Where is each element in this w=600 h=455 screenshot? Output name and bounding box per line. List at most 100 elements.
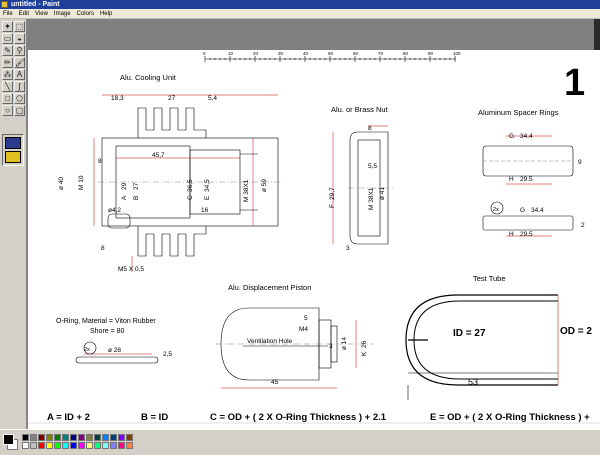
ruler-tick-label: 90 (428, 51, 434, 56)
nut-dim-29-7: 29,7 (329, 187, 336, 200)
palette-color-swatch[interactable] (86, 434, 93, 441)
dim-dia-4-2: ø4,2 (108, 207, 121, 214)
ruler-tick-label: 70 (378, 51, 384, 56)
palette-color-swatch[interactable] (70, 434, 77, 441)
menu-colors[interactable]: Colors (76, 11, 94, 17)
rounded-rect-tool[interactable]: ▢ (14, 105, 25, 116)
dim-8b: 8 (101, 245, 105, 252)
spacer-g: G (509, 133, 514, 140)
spacer2-dim-2: 2 (581, 222, 585, 229)
airbrush-tool[interactable]: ⁂ (2, 69, 13, 80)
curve-tool[interactable]: ∫ (14, 81, 25, 92)
palette-color-swatch[interactable] (126, 442, 133, 449)
palette-color-swatch[interactable] (54, 442, 61, 449)
palette-color-swatch[interactable] (62, 434, 69, 441)
nut-drawing (332, 125, 393, 245)
palette-color-swatch[interactable] (54, 434, 61, 441)
palette-color-swatch[interactable] (118, 442, 125, 449)
line-tool[interactable]: ╲ (2, 81, 13, 92)
drawing-canvas[interactable]: 1 Alu. Cooling Unit 18,3 27 5,4 45,7 8 ø… (28, 50, 600, 429)
menu-view[interactable]: View (35, 11, 48, 17)
o-ring-qty: 2x (84, 347, 90, 353)
menu-help[interactable]: Help (99, 11, 113, 17)
nut-label-f: F (329, 204, 336, 208)
technical-drawing: 1 Alu. Cooling Unit 18,3 27 5,4 45,7 8 ø… (28, 51, 600, 424)
menu-edit[interactable]: Edit (18, 11, 30, 17)
o-ring-shore: Shore = 80 (90, 328, 125, 335)
nut-dim-dia-41: ø 41 (379, 187, 386, 200)
palette-color-swatch[interactable] (94, 434, 101, 441)
palette-color-swatch[interactable] (102, 442, 109, 449)
ruler-tick-label: 80 (403, 51, 409, 56)
palette-color-swatch[interactable] (110, 434, 117, 441)
transparent-option-icon[interactable] (5, 151, 21, 163)
palette-color-swatch[interactable] (70, 442, 77, 449)
o-ring-drawing (75, 341, 159, 364)
palette-color-swatch[interactable] (102, 434, 109, 441)
spacer-g-value: 34.4 (520, 133, 533, 140)
ellipse-tool[interactable]: ○ (2, 105, 13, 116)
ruler-tick-label: 10 (228, 51, 234, 56)
palette-color-swatch[interactable] (126, 434, 133, 441)
ruler-tick-label: 60 (353, 51, 359, 56)
dim-m5: M5 X 0,5 (118, 266, 144, 273)
tool-options-box[interactable] (2, 134, 24, 166)
palette-color-swatch[interactable] (22, 434, 29, 441)
tube-title: Test Tube (473, 274, 506, 283)
drawing-number: 1 (564, 62, 585, 104)
palette-color-swatch[interactable] (78, 434, 85, 441)
palette-color-swatch[interactable] (22, 442, 29, 449)
palette-color-swatch[interactable] (38, 442, 45, 449)
fill-tool[interactable]: ◒ (14, 33, 25, 44)
palette-color-swatch[interactable] (110, 442, 117, 449)
foreground-color-swatch[interactable] (3, 434, 14, 445)
palette-color-swatch[interactable] (78, 442, 85, 449)
text-tool[interactable]: A (14, 69, 25, 80)
o-ring-dia-28: ø 28 (108, 347, 121, 354)
pencil-tool[interactable]: ✏ (2, 57, 13, 68)
menu-file[interactable]: File (3, 11, 13, 17)
formula-c: C = OD + ( 2 X O-Ring Thickness ) + 2.1 (210, 412, 387, 423)
rect-select-tool[interactable]: ⬚ (14, 21, 25, 32)
spacer2-g-value: 34.4 (531, 207, 544, 214)
cooling-unit-drawing (93, 94, 284, 272)
window-title: untitled - Paint (11, 1, 60, 8)
palette-color-swatch[interactable] (46, 434, 53, 441)
dim-34-5: 34,5 (204, 179, 211, 192)
menu-image[interactable]: Image (53, 11, 71, 17)
window-edge (594, 19, 600, 52)
spacer2-g: G (520, 207, 525, 214)
eraser-tool[interactable]: ▭ (2, 33, 13, 44)
palette-color-swatch[interactable] (30, 442, 37, 449)
o-ring-label: O-Ring, Material = Viton Rubber (56, 318, 156, 325)
tube-id: ID = 27 (453, 328, 486, 339)
spacer-qty: 2x (493, 207, 499, 213)
palette-color-swatch[interactable] (62, 442, 69, 449)
formula-b: B = ID (141, 412, 168, 423)
spacer2-h: H (509, 231, 514, 238)
dim-dia-40: ø 40 (58, 177, 65, 190)
polygon-tool[interactable]: ⬠ (14, 93, 25, 104)
spacer2-h-value: 29.5 (520, 231, 533, 238)
magnifier-tool[interactable]: ⚲ (14, 45, 25, 56)
piston-dim-26: 26 (361, 340, 368, 348)
free-select-tool[interactable]: ✦ (2, 21, 13, 32)
opaque-option-icon[interactable] (5, 137, 21, 149)
dim-m38x1: M 38X1 (243, 179, 250, 202)
palette-color-swatch[interactable] (30, 434, 37, 441)
rectangle-tool[interactable]: □ (2, 93, 13, 104)
ruler-tick-label: 30 (278, 51, 284, 56)
o-ring-dim-2-5: 2,5 (163, 351, 172, 358)
palette-color-swatch[interactable] (38, 434, 45, 441)
ruler-tick-label: 40 (303, 51, 309, 56)
color-picker-tool[interactable]: ✎ (2, 45, 13, 56)
palette-color-swatch[interactable] (118, 434, 125, 441)
dim-45-7: 45,7 (152, 152, 165, 159)
brush-tool[interactable]: 🖌 (14, 57, 26, 68)
palette-color-swatch[interactable] (46, 442, 53, 449)
palette-color-swatch[interactable] (94, 442, 101, 449)
dim-18-3: 18,3 (111, 95, 124, 102)
palette-color-swatch[interactable] (86, 442, 93, 449)
formula-e: E = OD + ( 2 X O-Ring Thickness ) + (430, 412, 590, 423)
piston-label-k: K (361, 351, 368, 356)
